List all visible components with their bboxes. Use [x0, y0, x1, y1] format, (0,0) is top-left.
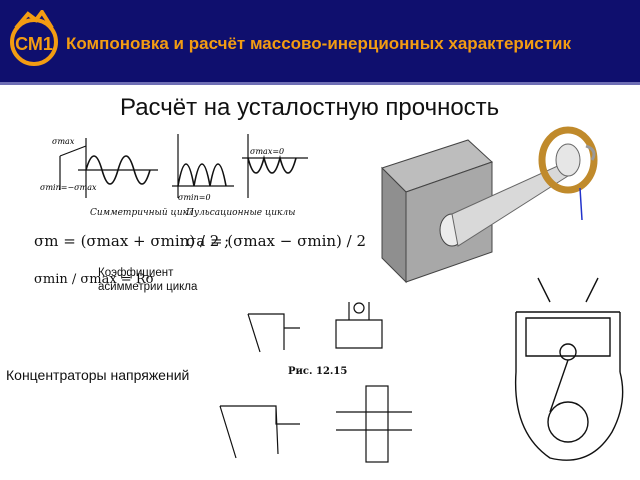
concentrator-sketches-top [247, 302, 383, 353]
ratio-formula: σmin / σmax = Rσ [34, 272, 155, 287]
concentrators-label: Концентраторы напряжений [6, 367, 190, 383]
coefficient-label-line2: асимметрии цикла [98, 281, 198, 293]
logo-text: СМ1 [15, 34, 53, 54]
svg-text:σmax: σmax [52, 137, 75, 146]
slide-title: Расчёт на усталостную прочность [120, 94, 500, 121]
header-divider [0, 82, 640, 85]
stress-cycle-graphs: σmax σmin=−σmax σmin=0 σmax=0 [40, 134, 308, 202]
svg-text:σmin=−σmax: σmin=−σmax [40, 183, 97, 192]
svg-text:σmin=0: σmin=0 [178, 193, 211, 202]
sigma-a-formula: σa = (σmax − σmin) / 2 [186, 232, 367, 250]
svg-text:σmax=0: σmax=0 [250, 147, 284, 156]
cm1-logo-icon: СМ1 [10, 10, 58, 66]
header-title: Компоновка и расчёт массово-инерционных … [66, 34, 572, 53]
engine-cross-section [514, 277, 624, 461]
sigma-m-formula: σm = (σmax + σmin) / 2 ; [34, 232, 230, 250]
header-bar: СМ1 Компоновка и расчёт массово-инерцион… [0, 0, 640, 82]
pulsating-cycle-label: Пульсационные циклы [186, 208, 296, 218]
shaft-block-illustration [381, 126, 598, 284]
concentrator-sketches-bottom [219, 385, 412, 463]
coefficient-label-line1: Коэффициент [98, 267, 174, 279]
symmetric-cycle-label: Симметричный цикл [90, 208, 194, 218]
figure-caption: Рис. 12.15 [288, 366, 348, 377]
